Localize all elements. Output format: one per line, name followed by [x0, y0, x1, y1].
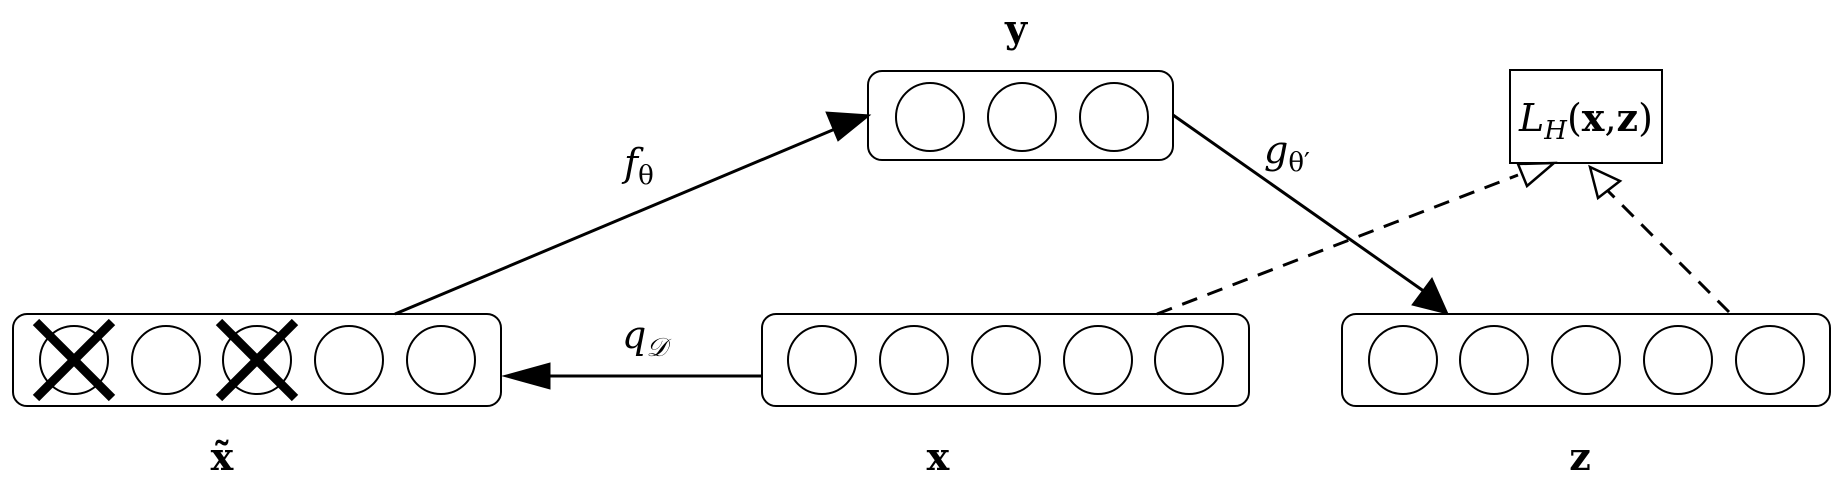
encoder-arrow: [394, 111, 872, 316]
layer-x-tilde: [12, 313, 502, 407]
loss-arrow-from-z: [1588, 164, 1731, 314]
layer-x-unit: [879, 325, 949, 395]
layer-x: [761, 313, 1250, 407]
layer-z-unit: [1735, 325, 1805, 395]
corrupted-unit-cross: [215, 318, 299, 402]
layer-x-tilde-label: x̃: [211, 434, 234, 479]
encoder-label: fθ: [621, 141, 654, 191]
loss-box: LH(x,z): [1509, 69, 1663, 164]
layer-y: [867, 70, 1174, 161]
layer-x-unit: [971, 325, 1041, 395]
layer-z-unit: [1551, 325, 1621, 395]
layer-y-unit: [895, 82, 965, 152]
layer-z-unit: [1368, 325, 1438, 395]
corruption-label: q𝒟: [622, 313, 671, 363]
layer-z-label: z: [1569, 434, 1591, 479]
decoder-label: gθ′: [1264, 128, 1310, 178]
layer-x-tilde-unit: [406, 325, 476, 395]
layer-z-unit: [1643, 325, 1713, 395]
layer-x-tilde-unit: [131, 325, 201, 395]
corruption-arrow: [501, 362, 762, 390]
layer-x-label: x: [927, 434, 950, 479]
loss-arrow-from-x: [1156, 161, 1558, 316]
layer-z-unit: [1459, 325, 1529, 395]
corrupted-unit-cross: [32, 318, 116, 402]
layer-x-tilde-unit: [314, 325, 384, 395]
layer-x-unit: [1154, 325, 1224, 395]
loss-box-frame: [1509, 69, 1663, 164]
decoder-arrow: [1172, 113, 1449, 315]
layer-y-label: y: [1004, 6, 1028, 51]
layer-x-unit: [787, 325, 857, 395]
layer-x-unit: [1063, 325, 1133, 395]
loss-label: LH(x,z): [1518, 95, 1653, 146]
layer-y-unit: [987, 82, 1057, 152]
layer-z: [1341, 313, 1831, 407]
layer-y-unit: [1079, 82, 1149, 152]
